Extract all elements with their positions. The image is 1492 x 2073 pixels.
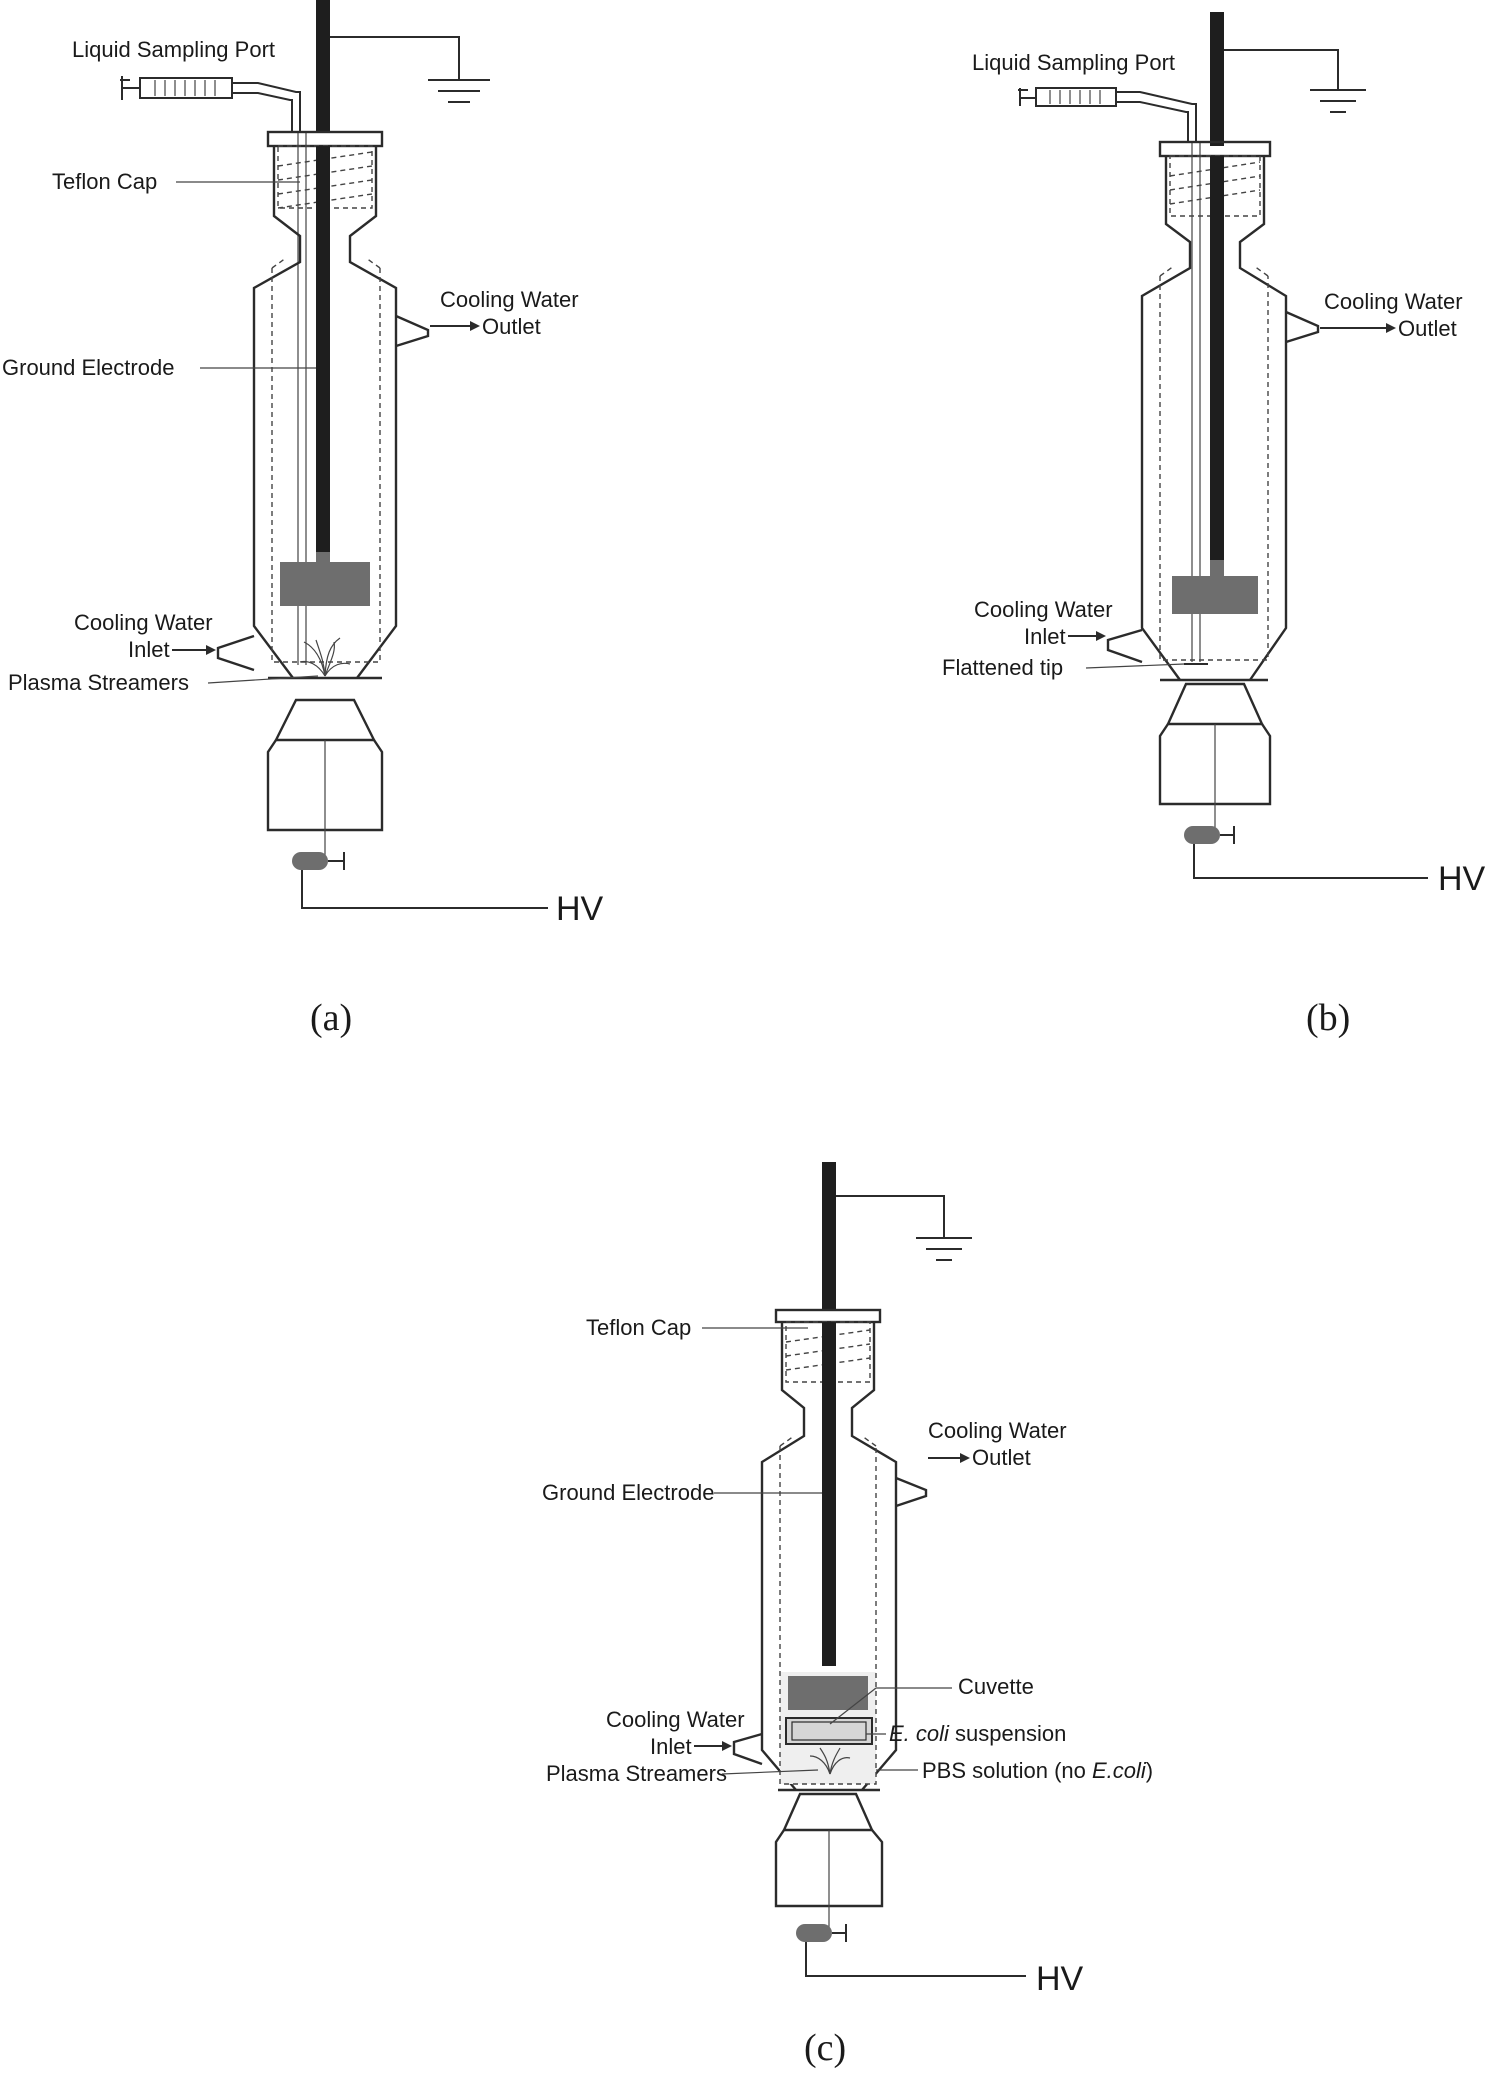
bottom-plug [1166,682,1264,726]
label-cooling-water-inlet-2: Inlet [650,1734,692,1759]
ground-wire [1224,49,1339,90]
vessel-outline-left [760,1322,806,1791]
label-ground-electrode: Ground Electrode [542,1480,714,1505]
label-flattened-tip: Flattened tip [942,655,1063,680]
hv-connector [292,852,328,870]
panel-b: HV Liquid Sampling Port Cooling Water Ou… [942,12,1486,1039]
caption-b: (b) [1306,997,1350,1039]
label-cooling-water-outlet-2: Outlet [972,1445,1031,1470]
plasma-streamers [299,637,351,677]
outlet-nozzle [1285,310,1320,344]
electrode-rod-top [316,0,330,132]
hv-wire [805,1942,1026,1977]
vessel-outline-right [1238,156,1288,681]
ground-electrode-rod [316,146,330,562]
ground-symbol [1310,89,1366,113]
hv-label: HV [556,890,604,928]
label-cooling-water-inlet-2: Inlet [1024,624,1066,649]
ground-electrode-rod [1210,156,1224,568]
label-plasma-streamers: Plasma Streamers [546,1761,727,1786]
ground-electrode-rod [822,1322,836,1666]
vessel-outline-left [1140,156,1192,681]
label-cooling-water-inlet-1: Cooling Water [974,597,1113,622]
label-cooling-water-inlet-1: Cooling Water [74,610,213,635]
hv-connector [796,1924,832,1942]
plasma-streamers [809,1747,851,1775]
label-liquid-sampling-port: Liquid Sampling Port [972,50,1175,75]
label-cooling-water-inlet-2: Inlet [128,637,170,662]
hv-label: HV [1036,1960,1084,1998]
ground-wire [836,1195,945,1238]
label-cooling-water-outlet-2: Outlet [1398,316,1457,341]
label-teflon-cap: Teflon Cap [52,169,157,194]
label-pbs-solution: PBS solution (no E.coli) [922,1758,1153,1783]
electrode-rod-top [822,1162,836,1310]
ground-symbol [428,79,490,103]
inlet-nozzle [216,634,255,672]
caption-a: (a) [310,997,352,1039]
label-plasma-streamers: Plasma Streamers [8,670,189,695]
label-teflon-cap: Teflon Cap [586,1315,691,1340]
teflon-cap [774,1308,882,1324]
hv-wire [301,870,548,909]
electrode-rod-top [1210,12,1224,146]
label-ecoli-suspension: E. coli suspension [889,1721,1066,1746]
hv-wire [1193,844,1428,879]
panel-c: HV Teflon Cap Cooling Water Outlet Groun… [542,1162,1153,2069]
syringe [120,76,301,132]
bottom-plug [782,1792,874,1832]
electrode-head [280,562,370,606]
label-cooling-water-outlet-1: Cooling Water [440,287,579,312]
label-cooling-water-outlet-1: Cooling Water [1324,289,1463,314]
label-cooling-water-inlet-1: Cooling Water [606,1707,745,1732]
label-liquid-sampling-port: Liquid Sampling Port [72,37,275,62]
label-cuvette: Cuvette [958,1674,1034,1699]
ground-symbol [916,1237,972,1261]
teflon-cap [266,130,384,148]
syringe [1018,87,1197,142]
vessel-outline-right [348,146,398,679]
inlet-nozzle [1106,628,1143,664]
bottom-plug [274,698,376,742]
hv-connector [1184,826,1220,844]
ground-wire [330,36,460,80]
label-cooling-water-outlet-1: Cooling Water [928,1418,1067,1443]
inlet-nozzle [732,1732,763,1766]
outlet-nozzle [895,1476,928,1508]
vessel-outline-left [252,146,302,679]
outlet-nozzle [395,314,430,348]
panel-a: HV Liquid Sampling Port Teflon Cap Cooli… [2,0,604,1039]
electrode-head [788,1676,868,1710]
caption-c: (c) [804,2027,846,2069]
label-ground-electrode: Ground Electrode [2,355,174,380]
label-cooling-water-outlet-2: Outlet [482,314,541,339]
hv-label: HV [1438,860,1486,898]
vessel-outline-right [850,1322,898,1791]
electrode-head [1172,576,1258,614]
ecoli-suspension [791,1721,867,1741]
